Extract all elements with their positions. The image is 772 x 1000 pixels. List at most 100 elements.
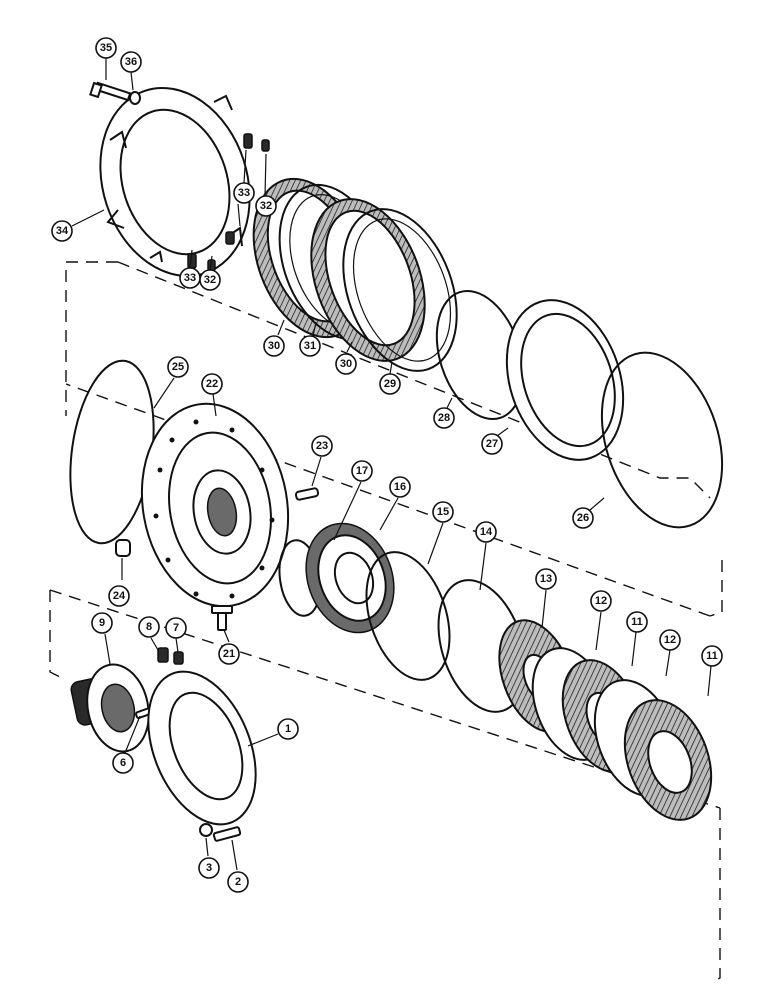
callout-number: 24 [113, 590, 126, 602]
callout-number: 33 [184, 272, 196, 284]
callout-number: 33 [238, 187, 250, 199]
washer-3 [199, 823, 213, 837]
callout-30: 30 [263, 335, 285, 357]
callout-circle [233, 182, 255, 204]
callout-number: 25 [172, 361, 184, 373]
callout-14: 14 [475, 521, 497, 543]
callout-number: 32 [204, 274, 216, 286]
callout-number: 6 [120, 757, 126, 769]
callout-27: 27 [481, 433, 503, 455]
callout-circle [138, 616, 160, 638]
callout-26: 26 [572, 507, 594, 529]
springs-33-32-upper [187, 133, 270, 272]
callout-circle [95, 37, 117, 59]
callout-1: 1 [277, 718, 299, 740]
callout-33: 33 [233, 182, 255, 204]
callout-circle [218, 643, 240, 665]
callout-11: 11 [626, 611, 648, 633]
callout-number: 16 [394, 481, 406, 493]
callout-28: 28 [433, 407, 455, 429]
callout-number: 8 [146, 621, 152, 633]
callout-31: 31 [299, 335, 321, 357]
callout-circle [91, 612, 113, 634]
callout-number: 11 [706, 650, 718, 662]
bolt-2 [212, 826, 242, 842]
callout-circle [701, 645, 723, 667]
callout-35: 35 [95, 37, 117, 59]
callout-number: 30 [340, 358, 352, 370]
bolt-35 [89, 81, 132, 102]
callout-9: 9 [91, 612, 113, 634]
callout-number: 17 [356, 465, 368, 477]
callout-number: 12 [664, 634, 676, 646]
callout-number: 26 [577, 512, 589, 524]
callout-24: 24 [108, 585, 130, 607]
callout-circle [379, 373, 401, 395]
callout-25: 25 [167, 356, 189, 378]
callout-circle [255, 195, 277, 217]
callout-circle [535, 568, 557, 590]
pin-24 [115, 539, 131, 557]
callout-circle [432, 501, 454, 523]
callout-circle [351, 460, 373, 482]
callout-33: 33 [179, 267, 201, 289]
washer-36 [129, 91, 141, 105]
assembly-guide-lower [49, 589, 721, 983]
callout-circle [572, 507, 594, 529]
callout-12: 12 [659, 629, 681, 651]
callout-22: 22 [201, 373, 223, 395]
callout-number: 11 [631, 616, 643, 628]
callout-number: 21 [223, 648, 235, 660]
callout-21: 21 [218, 643, 240, 665]
callout-number: 9 [99, 617, 105, 629]
callout-number: 22 [206, 378, 218, 390]
friction-disc-11b [623, 699, 713, 821]
callout-12: 12 [590, 590, 612, 612]
callout-circle [389, 476, 411, 498]
callout-circle [299, 335, 321, 357]
callout-23: 23 [311, 435, 333, 457]
callout-number: 13 [540, 573, 552, 585]
callout-circle [51, 220, 73, 242]
callout-circle [227, 871, 249, 893]
callout-number: 1 [285, 723, 291, 735]
callout-circle [165, 617, 187, 639]
callout-number: 29 [384, 378, 396, 390]
callout-6: 6 [112, 752, 134, 774]
callout-number: 32 [260, 200, 272, 212]
callout-number: 7 [173, 622, 179, 634]
callout-circle [263, 335, 285, 357]
spring-8 [157, 647, 169, 663]
callout-circle [335, 353, 357, 375]
callout-30: 30 [335, 353, 357, 375]
callout-circle [112, 752, 134, 774]
callout-circle [277, 718, 299, 740]
separator-plate-29 [342, 208, 458, 372]
callout-circle [433, 407, 455, 429]
callout-number: 15 [437, 506, 449, 518]
callout-number: 12 [595, 595, 607, 607]
callout-29: 29 [379, 373, 401, 395]
callout-17: 17 [351, 460, 373, 482]
callout-circle [626, 611, 648, 633]
seal-ring-15 [365, 551, 451, 681]
friction-disc-30b [310, 198, 426, 362]
callout-circle [198, 857, 220, 879]
callout-circle [201, 373, 223, 395]
callout-number: 30 [268, 340, 280, 352]
callout-13: 13 [535, 568, 557, 590]
callout-circle [481, 433, 503, 455]
callout-number: 2 [235, 876, 241, 888]
callout-number: 34 [56, 225, 69, 237]
callout-circle [167, 356, 189, 378]
leader-lines [71, 58, 712, 871]
callout-number: 3 [206, 862, 212, 874]
callout-number: 23 [316, 440, 328, 452]
assembly-guide-upper [65, 261, 711, 499]
hub-9 [70, 663, 150, 753]
seal-ring-26 [600, 351, 724, 529]
bolt-21 [211, 605, 233, 631]
piston-16 [305, 522, 395, 634]
